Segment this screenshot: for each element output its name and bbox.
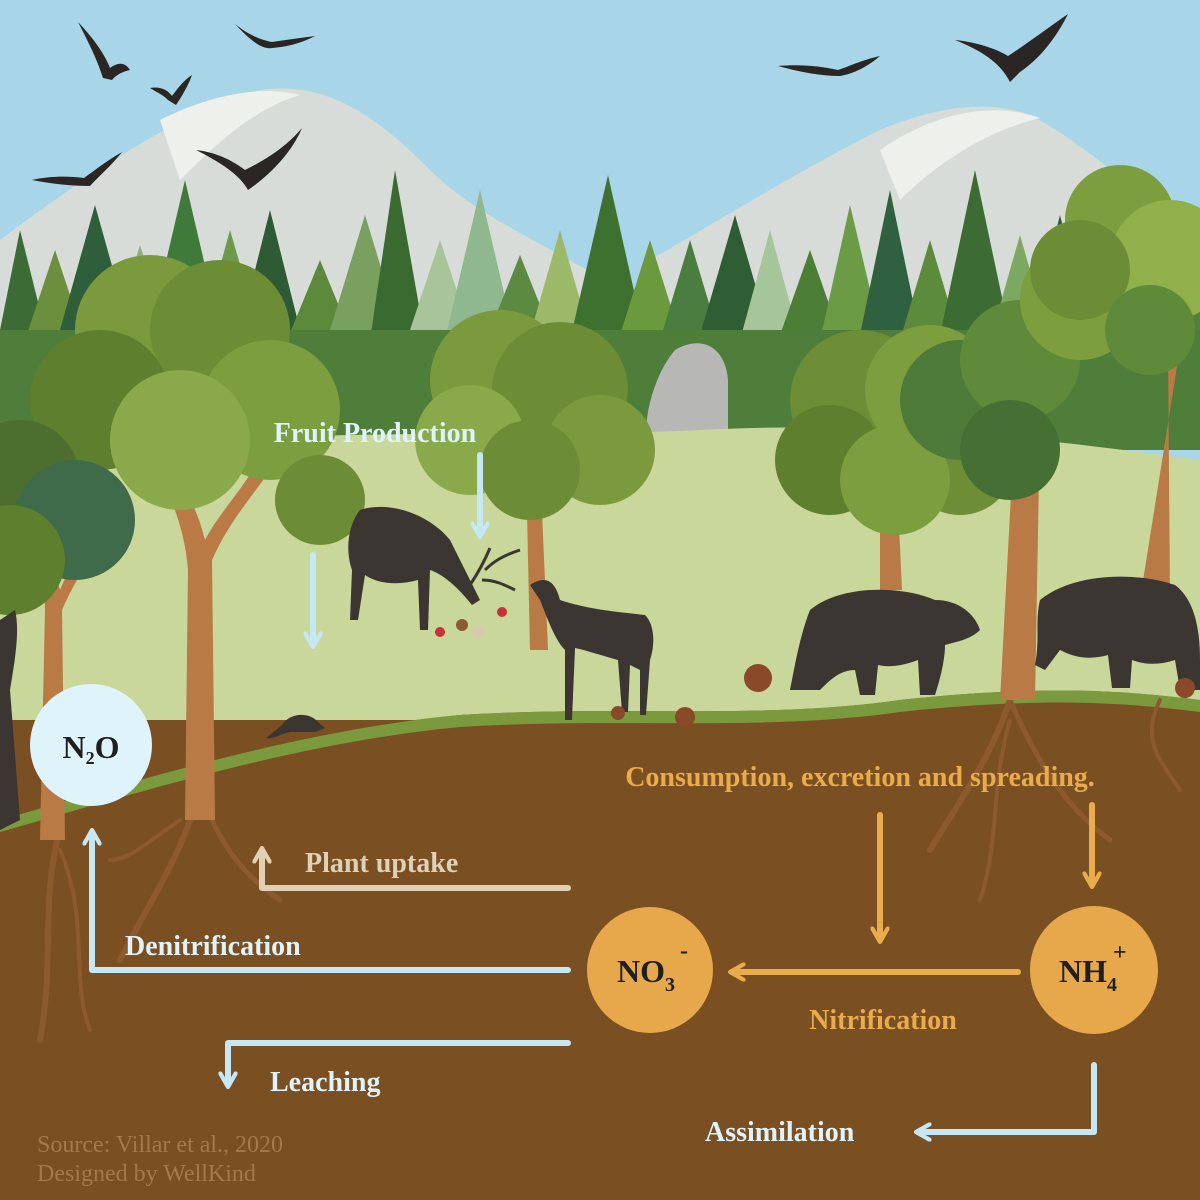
svg-text:NH4: NH4 [1059, 953, 1117, 996]
doe [530, 580, 654, 720]
n2o-tail: O [95, 729, 120, 765]
n2o-sub: 2 [86, 748, 95, 768]
assimilation-arrow [918, 1062, 1097, 1132]
fruits [435, 607, 1195, 727]
bird [78, 22, 130, 80]
n2o-node: N2O [30, 684, 152, 806]
bear-left [790, 589, 980, 695]
no3-sup: - [680, 938, 688, 964]
animals [0, 506, 1200, 830]
nh4-sub: 4 [1107, 974, 1117, 996]
bird [235, 24, 315, 49]
bear-right [1035, 576, 1200, 690]
assimilation-label: Assimilation [705, 1117, 855, 1148]
mouse [266, 714, 325, 739]
plant-uptake-label: Plant uptake [305, 848, 458, 879]
stag [348, 506, 480, 630]
source-credit: Source: Villar et al., 2020 [37, 1132, 283, 1158]
antlers [468, 547, 521, 592]
svg-text:N2O: N2O [63, 729, 120, 768]
birds [32, 14, 1068, 190]
grass-edge [0, 690, 1200, 832]
denitrification-label: Denitrification [125, 931, 301, 962]
plant-uptake-arrow [262, 850, 571, 891]
nh4-node: NH4 + [1030, 906, 1158, 1034]
bird [150, 75, 192, 105]
n2o-main: N [63, 729, 86, 765]
consumption-label: Consumption, excretion and spreading. [625, 762, 1095, 793]
bird [955, 14, 1068, 82]
nh4-sup: + [1113, 940, 1127, 966]
bird [32, 152, 122, 186]
designer-credit: Designed by WellKind [37, 1161, 256, 1187]
no3-node: NO3 - [587, 907, 713, 1033]
denitrification-arrow [92, 832, 571, 973]
no3-main: NO [617, 953, 665, 989]
no3-sub: 3 [665, 974, 675, 996]
leaching-label: Leaching [270, 1067, 380, 1098]
right-trees [900, 165, 1200, 700]
nitrification-label: Nitrification [809, 1005, 957, 1036]
left-edge-animal [0, 610, 20, 830]
nh4-main: NH [1059, 953, 1107, 989]
fruit-production-label: Fruit Production [274, 418, 477, 449]
bird [778, 56, 880, 76]
svg-text:NO3: NO3 [617, 953, 675, 996]
bird [196, 128, 302, 190]
leaching-arrow [228, 1040, 571, 1085]
